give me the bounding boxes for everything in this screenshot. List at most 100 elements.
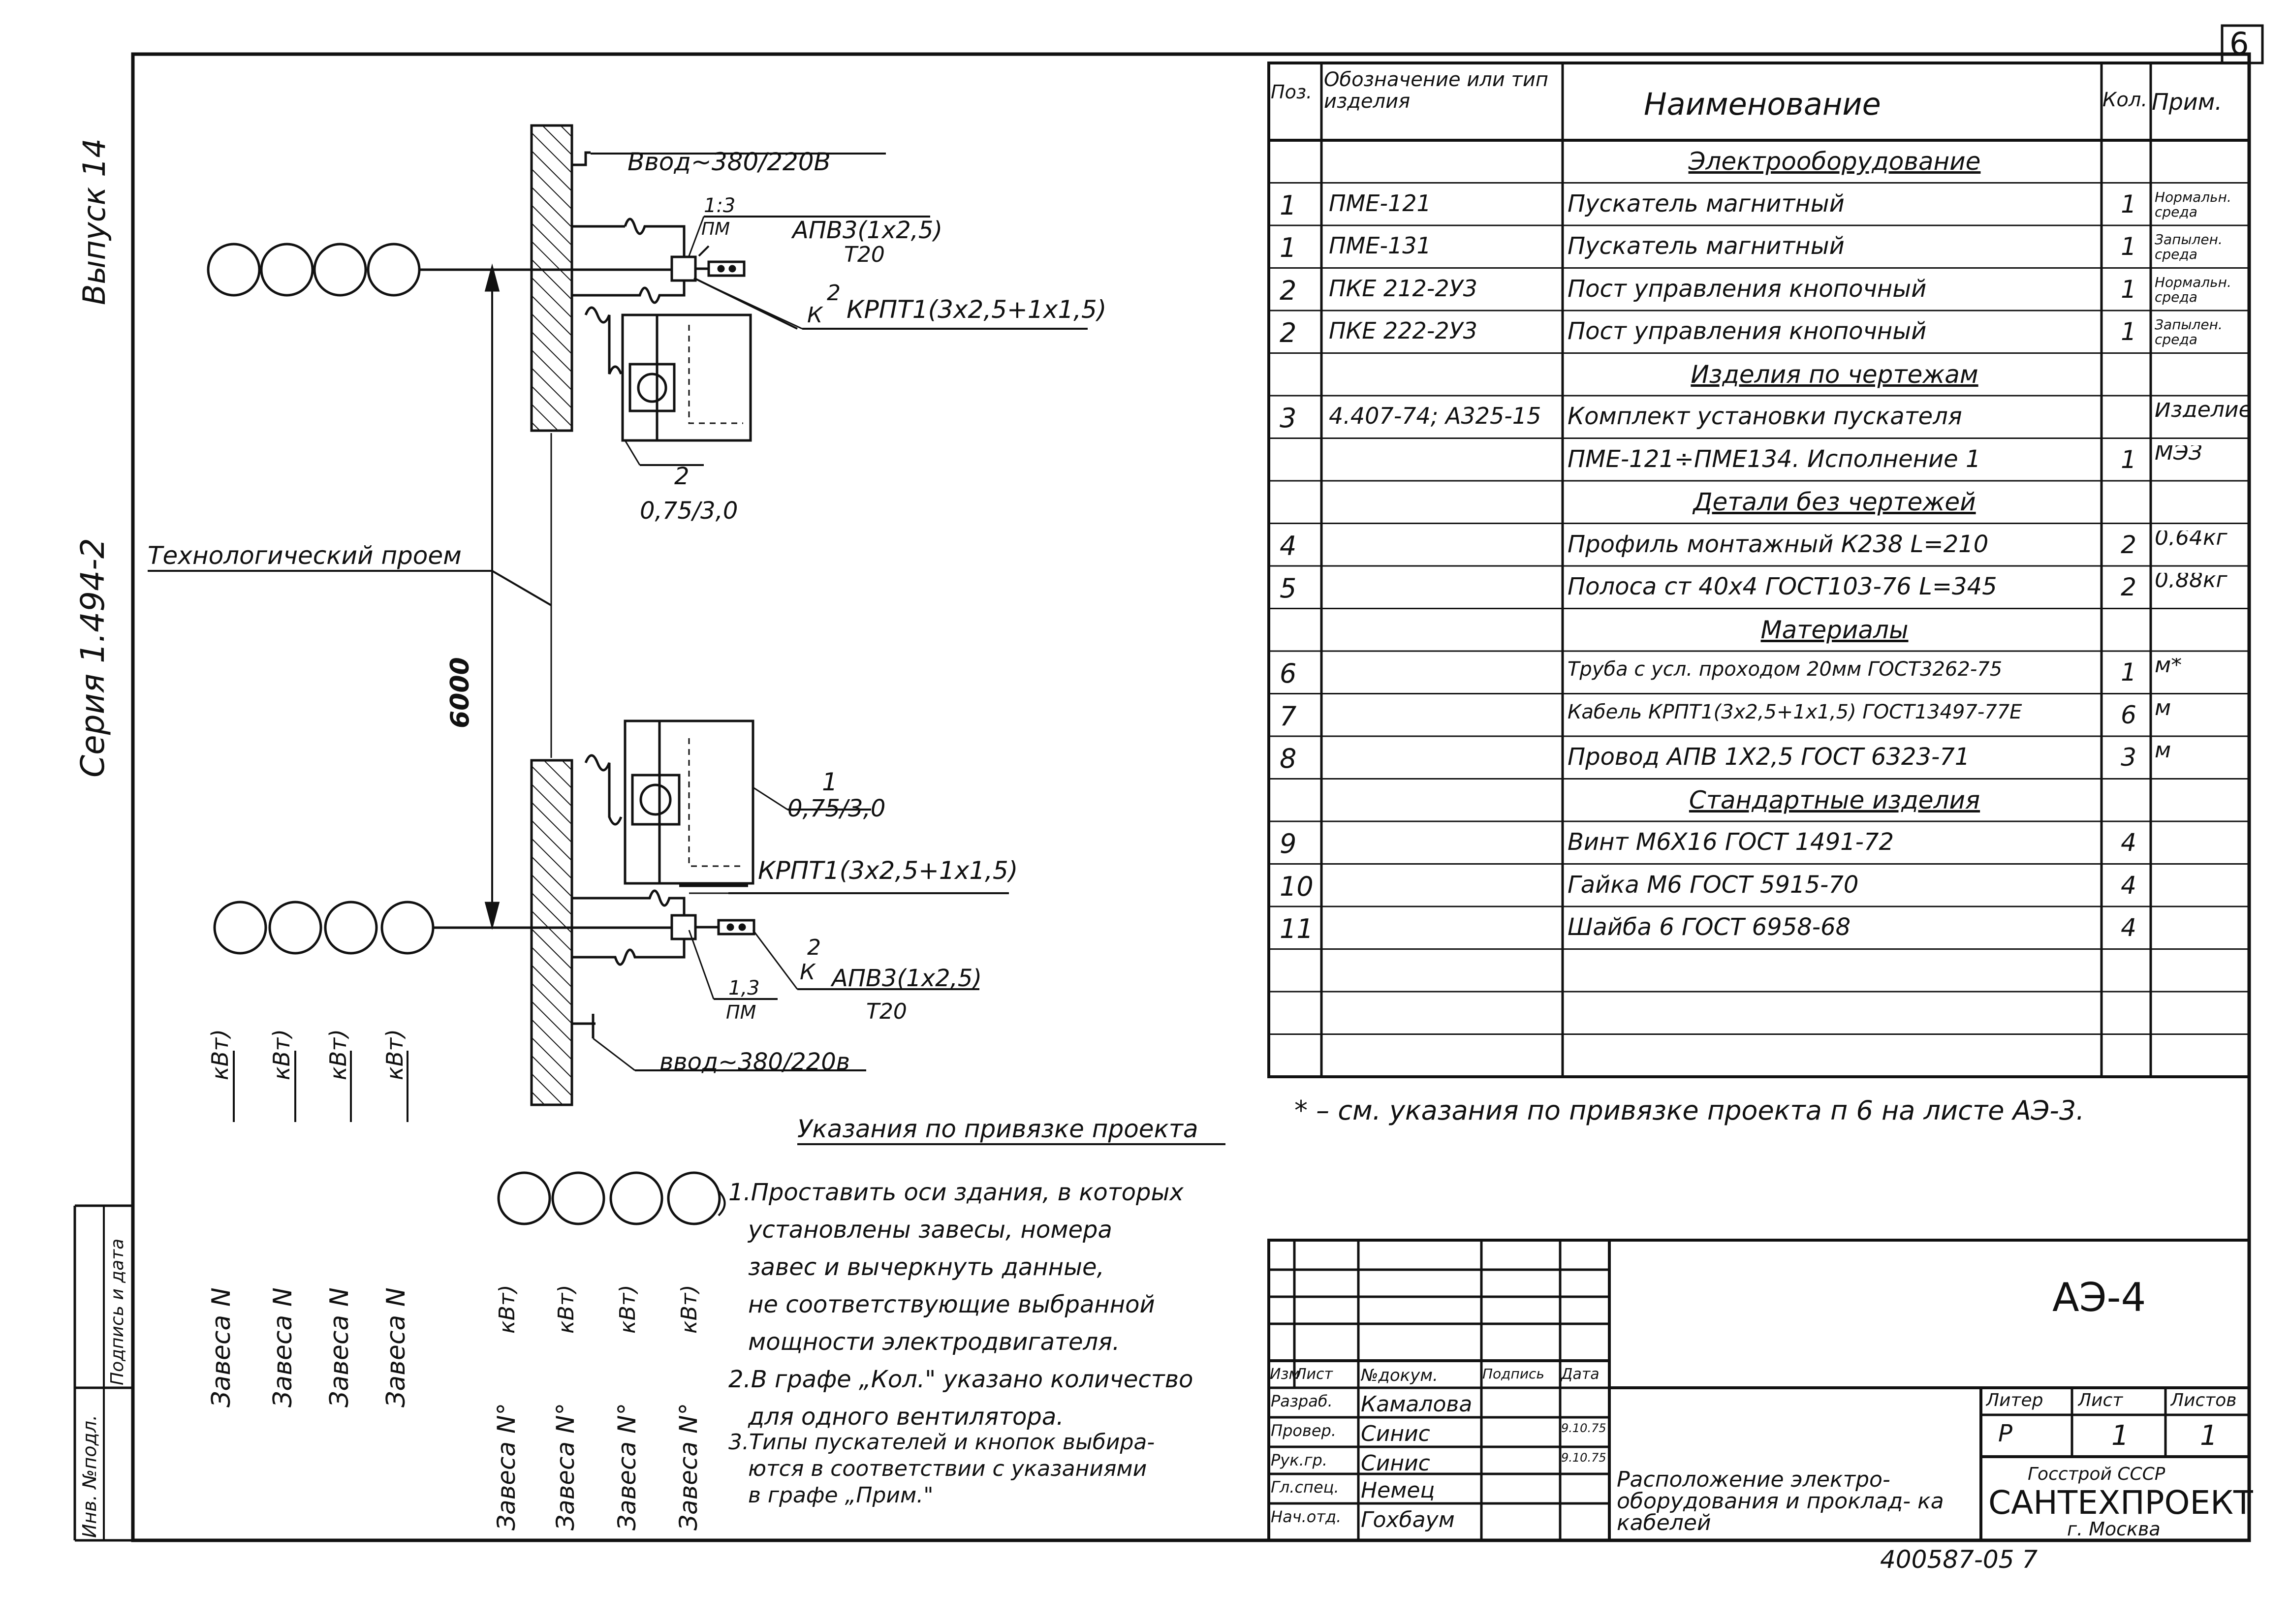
stamp-role: Провер. — [1271, 1421, 1336, 1440]
col-ndok: №докум. — [1361, 1366, 1438, 1385]
spec-cell-code: ПКЕ 212-2У3 — [1329, 275, 1477, 302]
spec-cell-qty: 1 — [2121, 232, 2136, 261]
tech-proem-label: Технологический проем — [148, 541, 462, 570]
vvod-top-label: Ввод~380/220В — [627, 148, 831, 176]
spec-cell-name: Гайка М6 ГОСТ 5915-70 — [1568, 871, 1859, 899]
spec-cell-code: ПМЕ-121 — [1329, 189, 1431, 217]
spec-cell-note: 0,64кг — [2155, 530, 2227, 545]
col-data: Дата — [1561, 1366, 1600, 1383]
zavesa-unit-1: кВт) — [207, 1029, 233, 1080]
zavesa-label-3: Завеса N — [325, 1287, 354, 1407]
note-line: в графе „Прим." — [748, 1483, 934, 1508]
org-name: САНТЕХПРОЕКТ — [1988, 1484, 2254, 1522]
vvod-bottom-label: ввод~380/220в — [659, 1048, 850, 1076]
stamp-role: Разраб. — [1271, 1392, 1333, 1410]
header-name: Наименование — [1644, 86, 1881, 122]
spec-cell-name: Полоса ст 40х4 ГОСТ103-76 L=345 — [1568, 573, 1997, 600]
spec-cell-note: Нормальн. среда — [2155, 189, 2231, 219]
inv-label: Инв. №подл. — [79, 1414, 100, 1538]
note-line: 2.В графе „Кол." указано количество — [728, 1366, 1193, 1393]
header-note: Прим. — [2152, 89, 2223, 115]
spec-cell-qty: 2 — [2121, 530, 2136, 559]
dimension-6000: 6000 — [445, 657, 475, 728]
list-label: Лист — [2078, 1390, 2123, 1410]
stamp-role: Нач.отд. — [1271, 1507, 1342, 1526]
top-apv-label: АПВ3(1х2,5) — [792, 217, 943, 244]
spec-cell-note: Изделие — [2155, 403, 2248, 417]
listov-value: 1 — [2200, 1420, 2218, 1452]
stamp-name: Синис — [1361, 1451, 1430, 1476]
spec-cell-note: Запылен. среда — [2155, 317, 2223, 347]
note-line: не соответствующие выбранной — [748, 1291, 1155, 1318]
stamp-role: Гл.спец. — [1271, 1478, 1339, 1497]
spec-cell-qty: 4 — [2121, 913, 2136, 942]
note-line: завес и вычеркнуть данные, — [748, 1253, 1104, 1281]
spec-cell-pos: 6 — [1280, 658, 1297, 689]
note-line: 3.Типы пускателей и кнопок выбира- — [728, 1430, 1155, 1455]
header-qty: Кол. — [2102, 89, 2148, 111]
spec-cell-name: Пост управления кнопочный — [1568, 317, 1927, 345]
list-value: 1 — [2111, 1420, 2129, 1452]
spec-cell-note: 0,88кг — [2155, 573, 2227, 588]
notes-title: Указания по привязке проекта — [797, 1115, 1198, 1143]
drawing-code: АЭ-4 — [2052, 1275, 2146, 1320]
spec-cell-qty: 1 — [2121, 445, 2136, 474]
spec-cell-code: ПМЕ-131 — [1329, 232, 1431, 259]
spec-cell-code: ПКЕ 222-2У3 — [1329, 317, 1477, 344]
zavesa-unit-2: кВт) — [268, 1029, 295, 1080]
title-block-frame — [1267, 1239, 2251, 1542]
series-number: Серия 1.494-2 — [74, 538, 112, 778]
note-line: ются в соответствии с указаниями — [748, 1456, 1147, 1481]
note-line: мощности электродвигателя. — [748, 1328, 1120, 1356]
spec-cell-name: Труба с усл. проходом 20мм ГОСТ3262-75 — [1568, 658, 2003, 681]
spec-cell-note: м — [2155, 743, 2171, 758]
spec-cell-name: Пускатель магнитный — [1568, 189, 1845, 218]
spec-cell-qty: 6 — [2121, 700, 2136, 729]
org-top: Госстрой СССР — [2028, 1464, 2165, 1484]
top-k-den: К — [807, 303, 823, 328]
zavesa-unit-3: кВт) — [325, 1029, 351, 1080]
spec-cell-pos: 11 — [1280, 913, 1314, 944]
spec-cell-note: МЭЗ — [2155, 445, 2202, 460]
wall-bottom — [530, 759, 573, 1106]
spec-cell-name: Детали без чертежей — [1693, 488, 1976, 516]
note-line: установлены завесы, номера — [748, 1216, 1112, 1244]
spec-cell-name: Шайба 6 ГОСТ 6958-68 — [1568, 913, 1851, 941]
zavesa-unit-4: кВт) — [381, 1029, 408, 1080]
header-pos: Поз. — [1271, 81, 1313, 103]
bottom-motor-num: 1 — [822, 768, 838, 796]
spec-cell-name: Изделия по чертежам — [1691, 360, 1978, 389]
org-city: г. Москва — [2067, 1518, 2161, 1540]
spec-cell-pos: 3 — [1280, 403, 1297, 434]
spec-cell-note: Запылен. среда — [2155, 232, 2223, 262]
zavesa0-label-4: Завеса N° — [674, 1403, 703, 1530]
note-line: 1.Проставить оси здания, в которых — [728, 1179, 1184, 1206]
spec-cell-qty: 1 — [2121, 189, 2136, 219]
spec-cell-name: Стандартные изделия — [1689, 785, 1980, 814]
listov-label: Листов — [2170, 1390, 2237, 1410]
stamp-date: 9.10.75 — [1561, 1421, 1606, 1435]
zavesa0-unit-1: кВт) — [495, 1284, 520, 1334]
top-t20-label: Т20 — [844, 242, 885, 267]
note-line: для одного вентилятора. — [748, 1403, 1064, 1431]
spec-footnote: * – см. указания по привязке проекта п 6… — [1294, 1095, 2085, 1126]
spec-cell-pos: 1 — [1280, 189, 1297, 221]
spec-cell-pos: 9 — [1280, 828, 1297, 859]
zavesa0-label-2: Завеса N° — [551, 1403, 580, 1530]
top-motor-den: 0,75/3,0 — [640, 497, 738, 525]
zavesa-label-1: Завеса N — [207, 1287, 236, 1407]
spec-cell-name: ПМЕ-121÷ПМЕ134. Исполнение 1 — [1568, 445, 1981, 473]
spec-cell-pos: 2 — [1280, 275, 1297, 306]
stamp-role: Рук.гр. — [1271, 1451, 1328, 1469]
spec-cell-pos: 10 — [1280, 871, 1314, 902]
spec-cell-pos: 4 — [1280, 530, 1297, 562]
top-frac-den: ПМ — [701, 219, 730, 239]
page-number: 6 — [2229, 26, 2249, 62]
spec-cell-name: Комплект установки пускателя — [1568, 403, 1962, 430]
signature-date-label: Подпись и дата — [107, 1238, 127, 1385]
stamp-name: Немец — [1361, 1478, 1435, 1503]
spec-cell-pos: 2 — [1280, 317, 1297, 348]
bottom-k-num: 2 — [807, 935, 821, 960]
stamp-name: Синис — [1361, 1421, 1430, 1446]
